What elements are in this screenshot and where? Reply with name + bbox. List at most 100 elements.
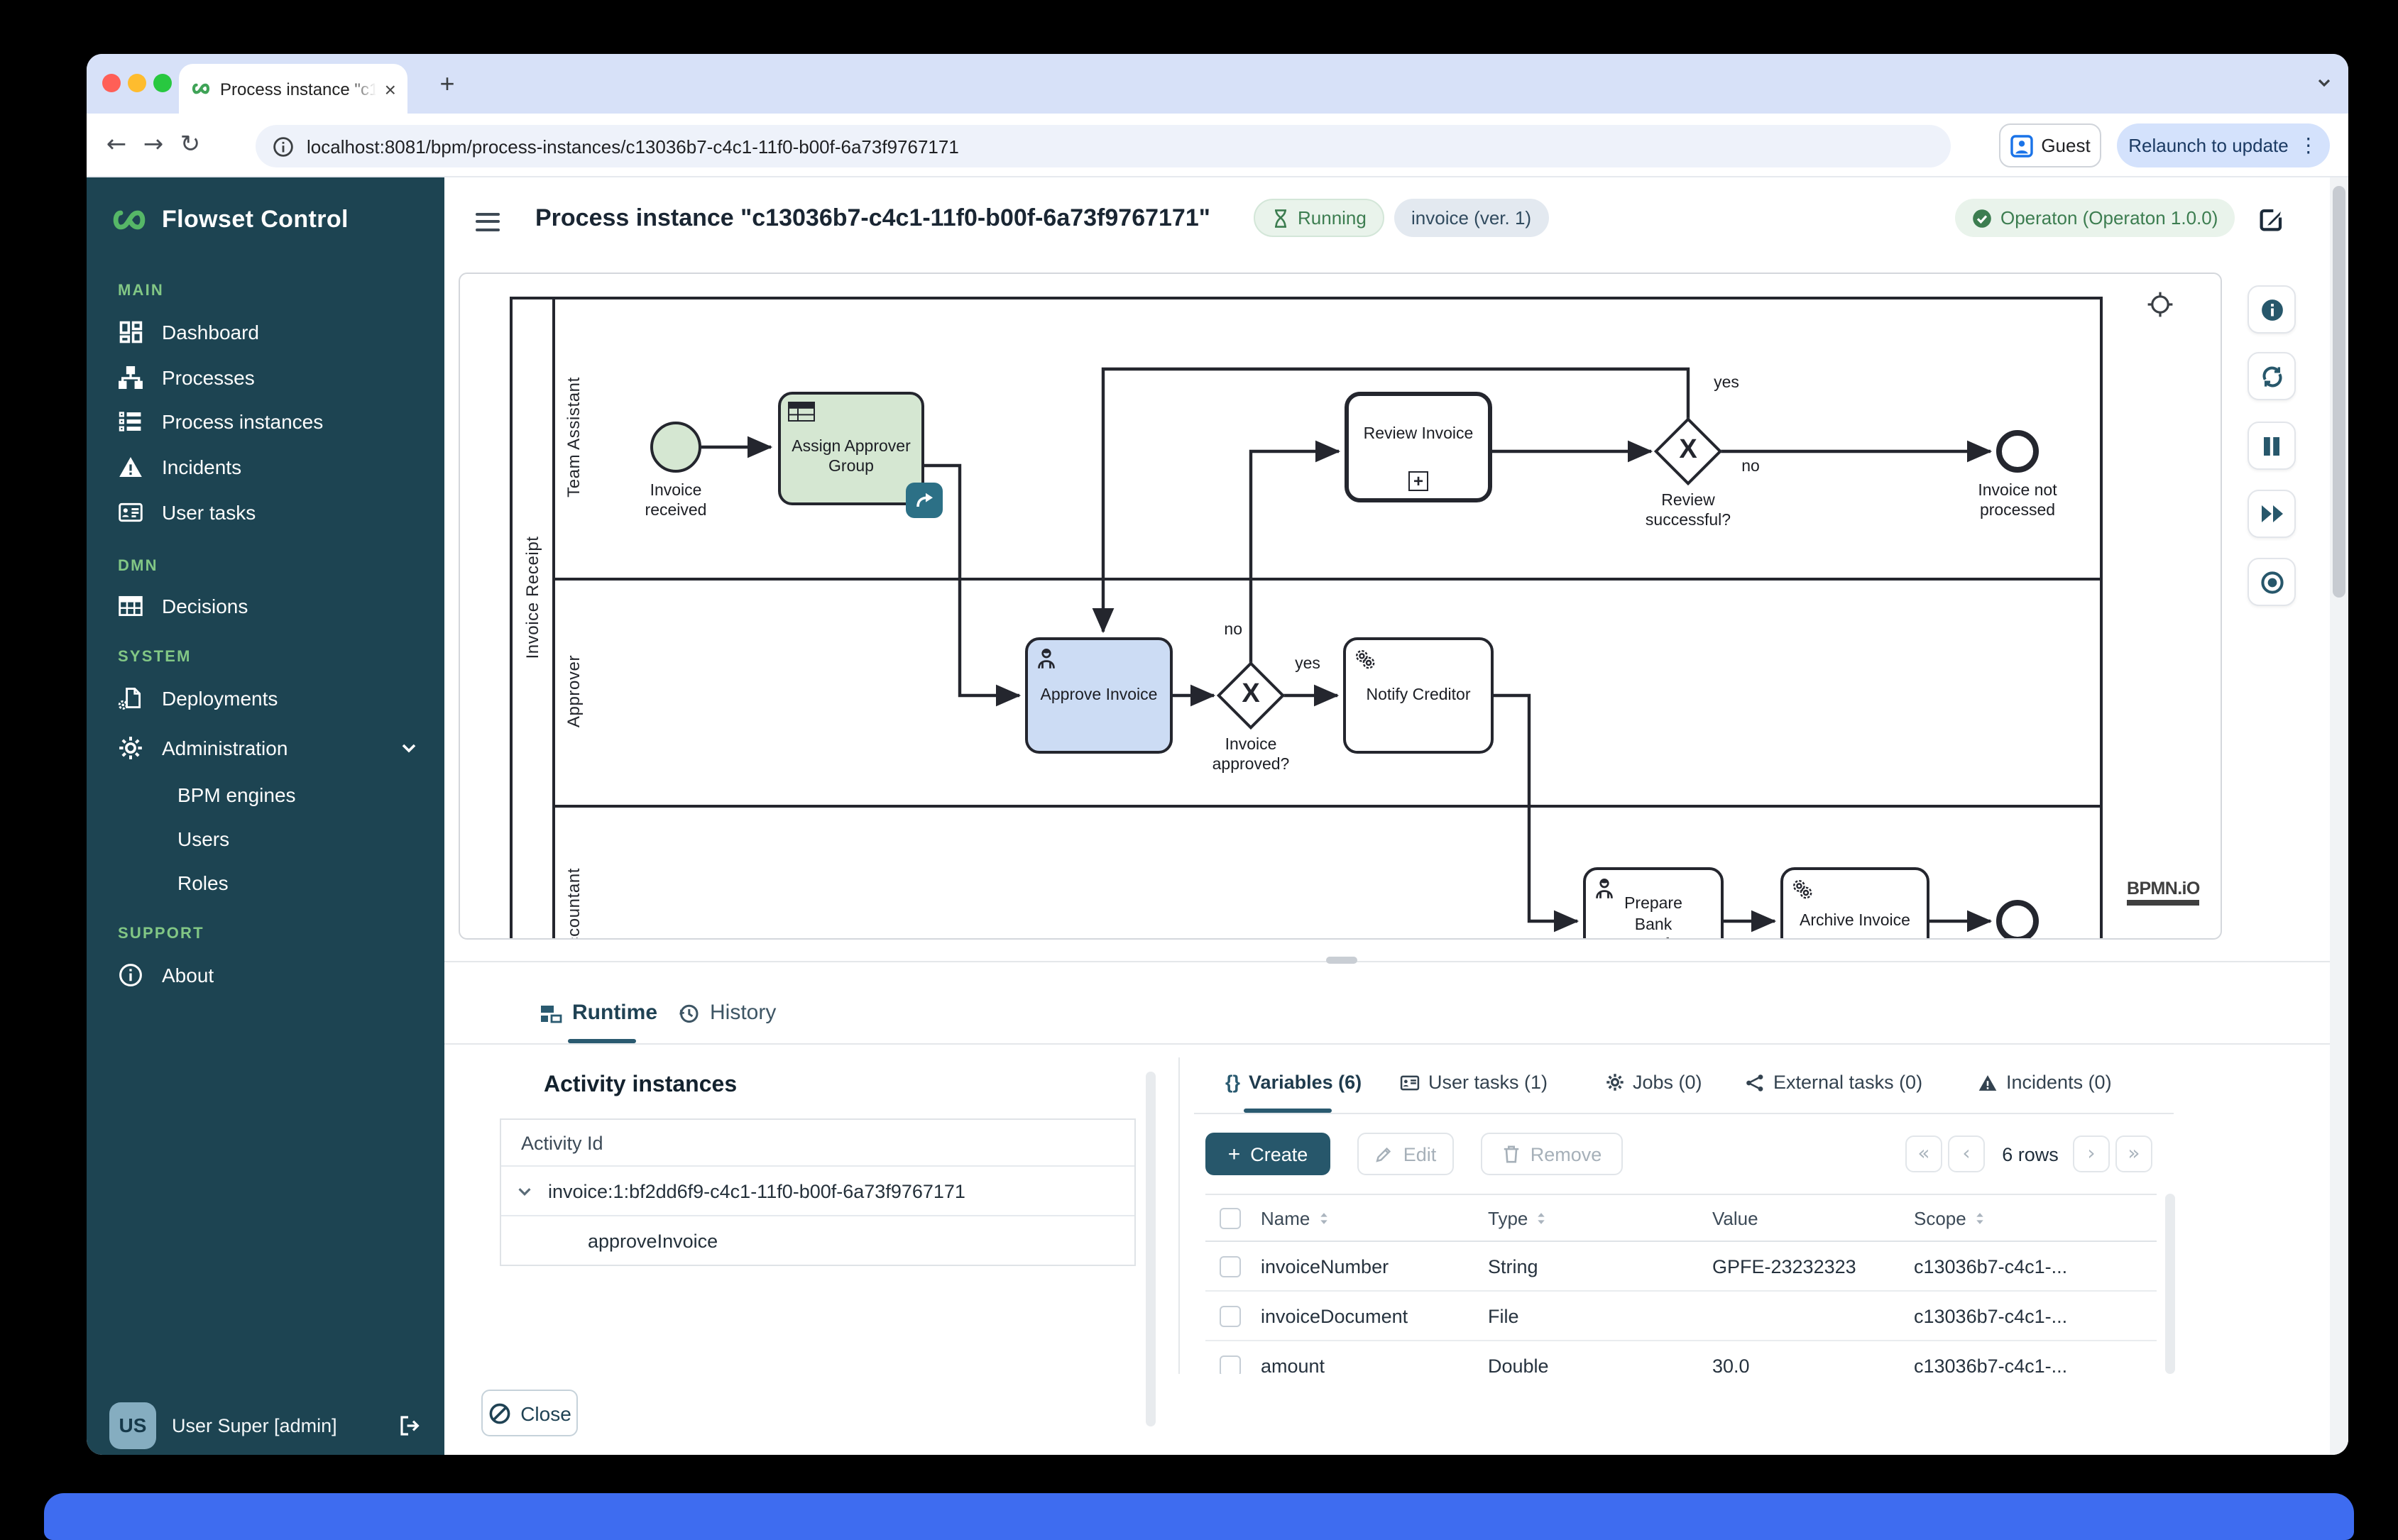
crosshair-icon[interactable] <box>2147 291 2174 318</box>
sidebar-item-administration[interactable]: Administration <box>87 728 444 768</box>
user-task-icon <box>1035 647 1058 670</box>
variable-row[interactable]: invoiceDocument File c13036b7-c4c1-... <box>1205 1292 2157 1341</box>
pagination-prev-button[interactable]: ‹ <box>1948 1135 1985 1172</box>
gateway-review-label: Review successful? <box>1645 493 1731 530</box>
row-checkbox[interactable] <box>1220 1355 1241 1374</box>
definition-badge[interactable]: invoice (ver. 1) <box>1394 199 1549 237</box>
pencil-icon <box>1375 1145 1394 1163</box>
tab-external-tasks[interactable]: External tasks (0) <box>1745 1072 1922 1093</box>
section-label-main: MAIN <box>118 282 165 299</box>
sort-icon[interactable] <box>1533 1209 1549 1227</box>
variable-row[interactable]: amount Double 30.0 c13036b7-c4c1-... <box>1205 1341 2157 1374</box>
row-checkbox[interactable] <box>1220 1305 1241 1326</box>
column-header-value[interactable]: Value <box>1712 1207 1758 1228</box>
tab-history[interactable]: History <box>677 1001 776 1025</box>
reload-button[interactable]: ↻ <box>180 131 201 159</box>
sidebar-item-bpm-engines[interactable]: BPM engines <box>177 783 296 806</box>
sidebar-item-process-instances[interactable]: Process instances <box>87 402 444 441</box>
sidebar-item-dashboard[interactable]: Dashboard <box>87 312 444 352</box>
sort-icon[interactable] <box>1972 1209 1988 1227</box>
tab-runtime[interactable]: Runtime <box>540 1001 657 1025</box>
sidebar-item-processes[interactable]: Processes <box>87 358 444 397</box>
suspend-button[interactable] <box>2248 422 2296 470</box>
activity-row[interactable]: invoice:1:bf2dd6f9-c4c1-11f0-b00f-6a73f9… <box>501 1167 1134 1216</box>
menu-toggle-button[interactable] <box>476 207 500 236</box>
column-header-type[interactable]: Type <box>1488 1207 1712 1228</box>
right-panel-scrollbar[interactable] <box>2165 1194 2175 1374</box>
row-checkbox[interactable] <box>1220 1255 1241 1277</box>
edit-button[interactable]: Edit <box>1357 1133 1454 1175</box>
sidebar-item-users[interactable]: Users <box>177 827 230 850</box>
subprocess-review-invoice[interactable]: Review Invoice + <box>1345 392 1492 502</box>
start-event-invoice-received[interactable] <box>650 422 701 473</box>
relaunch-button[interactable]: Relaunch to update ⋮ <box>2117 123 2330 167</box>
bpmn-diagram-canvas[interactable]: Invoice Receipt Team Assistant Approver … <box>459 273 2222 940</box>
tab-incidents[interactable]: Incidents (0) <box>1978 1072 2112 1093</box>
xor-marker: X <box>1679 435 1697 466</box>
site-info-icon[interactable] <box>273 136 294 157</box>
url-bar[interactable]: localhost:8081/bpm/process-instances/c13… <box>256 125 1951 167</box>
sidebar-item-user-tasks[interactable]: User tasks <box>87 493 444 532</box>
column-header-scope[interactable]: Scope <box>1914 1207 1988 1228</box>
sidebar-item-deployments[interactable]: Deployments <box>87 678 444 718</box>
tab-close-icon[interactable]: × <box>384 77 396 100</box>
pagination-next-button[interactable]: › <box>2073 1135 2110 1172</box>
sort-icon[interactable] <box>1315 1209 1331 1227</box>
create-button[interactable]: + Create <box>1205 1133 1330 1175</box>
close-button[interactable]: Close <box>481 1390 578 1436</box>
activity-row[interactable]: approveInvoice <box>588 1231 718 1252</box>
back-button[interactable]: ← <box>106 131 127 159</box>
sidebar-item-roles[interactable]: Roles <box>177 871 229 894</box>
column-header-name[interactable]: Name <box>1261 1207 1488 1228</box>
business-rule-icon <box>788 402 815 422</box>
pagination-last-button[interactable]: » <box>2115 1135 2152 1172</box>
left-panel-scrollbar[interactable] <box>1146 1072 1156 1426</box>
remove-button[interactable]: Remove <box>1481 1133 1623 1175</box>
tab-search-chevron-icon[interactable] <box>2314 72 2334 92</box>
task-assign-approver-group[interactable]: Assign Approver Group <box>778 392 924 505</box>
window-zoom-button[interactable] <box>153 74 172 92</box>
link-out-badge-icon[interactable] <box>906 483 943 518</box>
edge-label-no: no <box>1224 622 1242 639</box>
window-close-button[interactable] <box>102 74 121 92</box>
logout-icon[interactable] <box>398 1413 422 1437</box>
section-label-dmn: DMN <box>118 558 158 575</box>
browser-tab[interactable]: Process instance "c13036b7- × <box>179 64 407 114</box>
select-all-checkbox[interactable] <box>1220 1207 1241 1228</box>
task-approve-invoice[interactable]: Approve Invoice <box>1025 637 1173 754</box>
refresh-button[interactable] <box>2248 352 2296 400</box>
info-circle-icon <box>118 962 143 988</box>
record-button[interactable] <box>2248 558 2296 606</box>
end-event-invoice-not-processed[interactable] <box>1996 430 2039 473</box>
tab-variables[interactable]: {} Variables (6) <box>1225 1072 1362 1093</box>
end-event-done[interactable] <box>1996 900 2039 938</box>
fast-forward-button[interactable] <box>2248 490 2296 538</box>
resize-handle[interactable] <box>1326 957 1357 964</box>
sidebar-item-incidents[interactable]: Incidents <box>87 447 444 487</box>
activity-id-header[interactable]: Activity Id <box>501 1120 1134 1167</box>
tab-user-tasks[interactable]: User tasks (1) <box>1400 1072 1548 1093</box>
chevron-down-icon[interactable] <box>515 1182 534 1200</box>
forward-button[interactable]: → <box>143 131 164 159</box>
sidebar-item-decisions[interactable]: Decisions <box>87 586 444 626</box>
scrollbar-track[interactable] <box>2330 177 2348 1455</box>
variable-row[interactable]: invoiceNumber String GPFE-23232323 c1303… <box>1205 1242 2157 1292</box>
new-tab-button[interactable]: + <box>439 69 455 97</box>
scrollbar-thumb[interactable] <box>2333 186 2345 598</box>
network-icon <box>1745 1072 1765 1092</box>
user-menu[interactable]: US User Super [admin] <box>87 1395 444 1455</box>
bpmn-io-watermark[interactable]: BPMN.iO <box>2127 879 2200 906</box>
chevron-down-icon[interactable] <box>399 738 419 758</box>
task-archive-invoice[interactable]: Archive Invoice <box>1780 867 1929 938</box>
sidebar-item-about[interactable]: About <box>87 955 444 995</box>
pagination-first-button[interactable]: « <box>1905 1135 1942 1172</box>
edit-instance-icon[interactable] <box>2257 206 2286 234</box>
task-prepare-bank-transfer[interactable]: Prepare Bank Transfer <box>1583 867 1724 938</box>
guest-profile-button[interactable]: Guest <box>1999 123 2101 167</box>
task-notify-creditor[interactable]: Notify Creditor <box>1343 637 1494 754</box>
start-event-label: Invoice received <box>645 483 707 520</box>
window-minimize-button[interactable] <box>128 74 146 92</box>
kebab-menu-icon[interactable]: ⋮ <box>2298 134 2318 157</box>
tab-jobs[interactable]: Jobs (0) <box>1606 1072 1702 1093</box>
instance-info-button[interactable] <box>2248 285 2296 334</box>
